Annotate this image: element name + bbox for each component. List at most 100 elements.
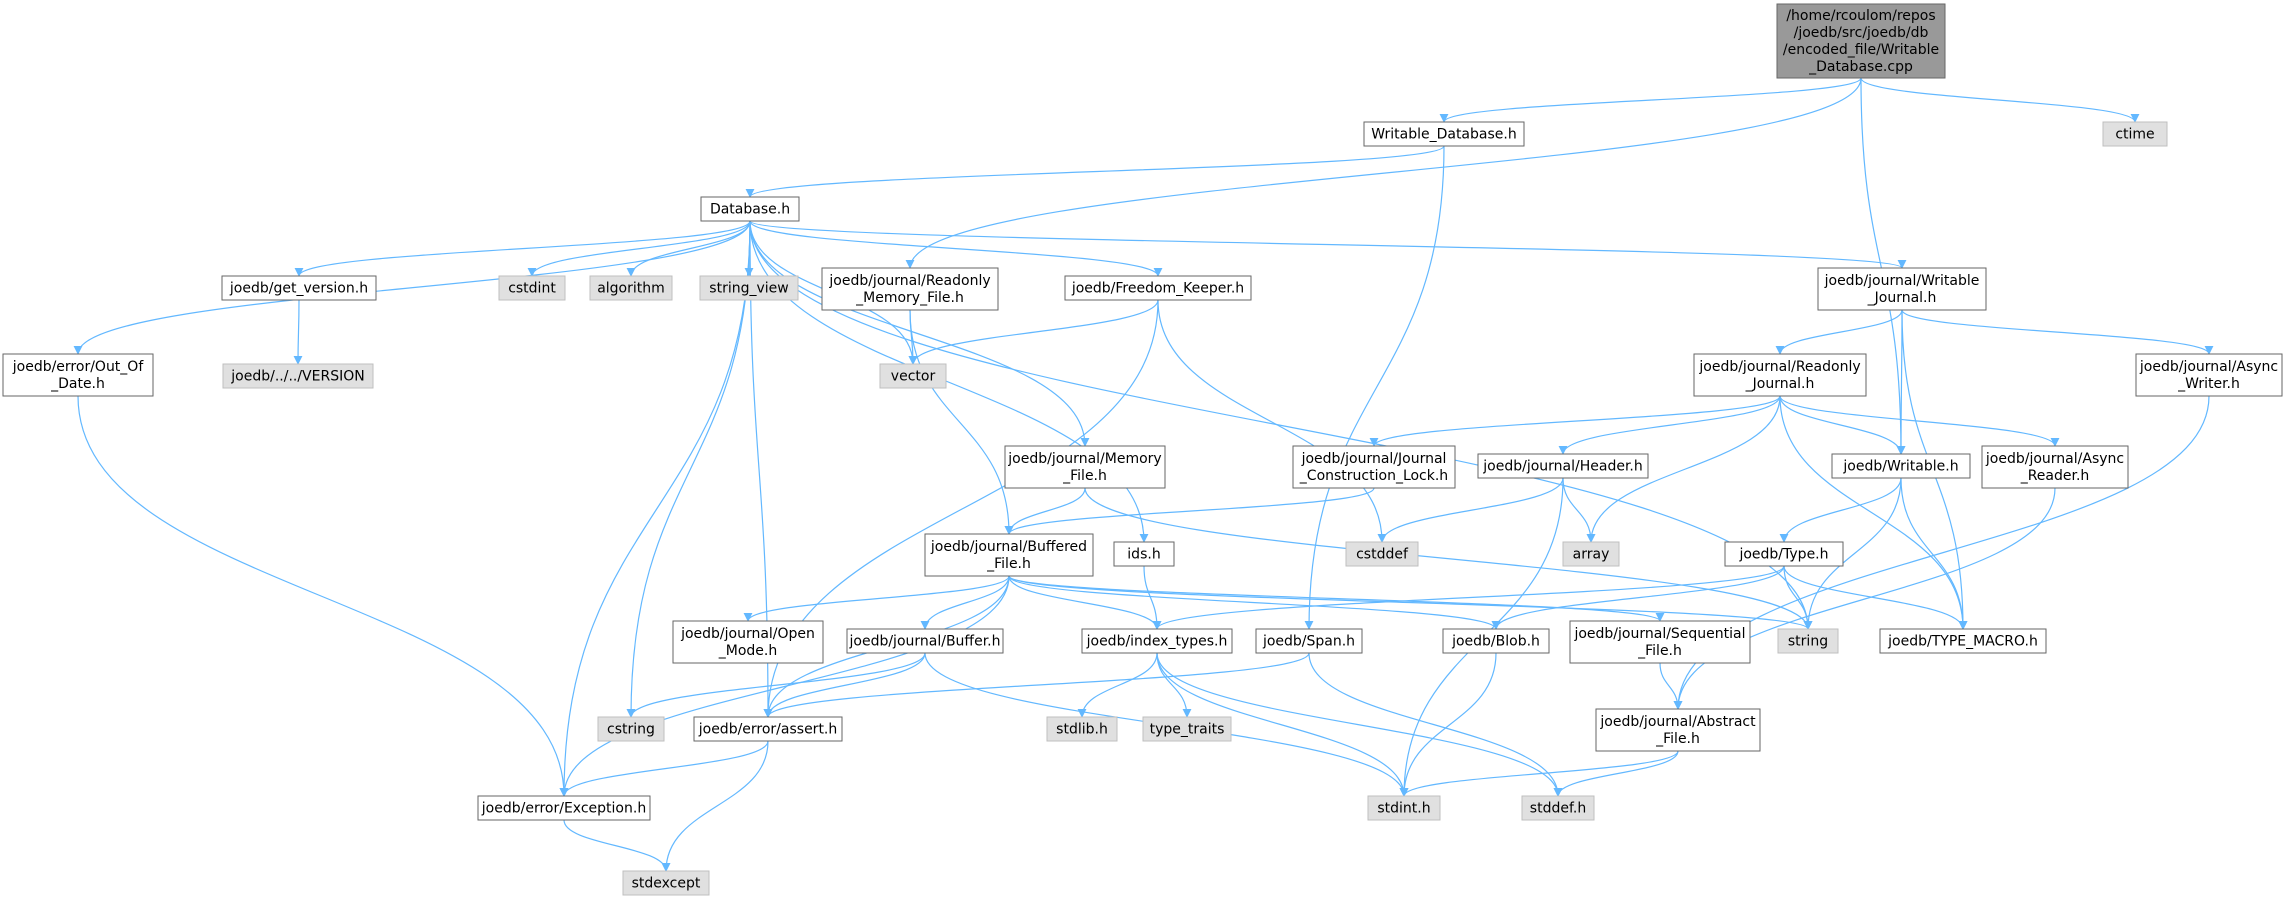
node-type-h[interactable]: joedb/Type.h <box>1724 541 1844 567</box>
node-label: vector <box>891 369 936 385</box>
node-database-h[interactable]: Database.h <box>700 196 800 222</box>
node-cstdint: cstdint <box>498 275 566 301</box>
node-type-traits: type_traits <box>1142 716 1232 742</box>
node-box <box>1004 445 1166 489</box>
node-box <box>1477 453 1649 479</box>
node-abstract-file-h[interactable]: joedb/journal/Abstract_File.h <box>1595 708 1761 752</box>
node-readonly-memory-file-h[interactable]: joedb/journal/Readonly_Memory_File.h <box>821 267 999 311</box>
edge-journal_construction_lock_h-to-buffered_file_h <box>1004 487 1375 535</box>
node-exception-h[interactable]: joedb/error/Exception.h <box>477 795 651 821</box>
node-box <box>699 275 799 301</box>
edge-freedom_keeper_h-to-assert_h <box>763 299 1159 718</box>
node-box <box>672 620 824 664</box>
node-box <box>622 870 710 896</box>
node-box <box>693 716 843 742</box>
node-journal-construction-lock-h[interactable]: joedb/journal/Journal_Construction_Lock.… <box>1292 445 1456 489</box>
node-label: /encoded_file/Writable <box>1783 42 1939 58</box>
node-root[interactable]: /home/rcoulom/repos/joedb/src/joedb/db/e… <box>1776 3 1946 79</box>
node-label: _Memory_File.h <box>855 290 964 306</box>
node-writable-h[interactable]: joedb/Writable.h <box>1831 453 1971 479</box>
edge-freedom_keeper_h-to-cstddef <box>1157 299 1387 543</box>
edge-type_h-to-string <box>1783 565 1813 630</box>
node-box <box>1113 541 1175 567</box>
edge-writable_journal_h-to-async_writer_h <box>1901 309 2214 355</box>
edge-writable_h-to-string <box>1803 477 1902 630</box>
node-box <box>879 363 947 389</box>
node-label: _Reader.h <box>2020 468 2090 484</box>
node-label: ctime <box>2115 127 2154 143</box>
node-async-reader-h[interactable]: joedb/journal/Async_Reader.h <box>1981 445 2129 489</box>
node-async-writer-h[interactable]: joedb/journal/Async_Writer.h <box>2135 353 2283 397</box>
node-index-types-h[interactable]: joedb/index_types.h <box>1081 628 1233 654</box>
node-writable-journal-h[interactable]: joedb/journal/Writable_Journal.h <box>1817 267 1987 311</box>
node-box <box>1777 628 1839 654</box>
node-out-of-date-h[interactable]: joedb/error/Out_Of_Date.h <box>2 353 154 397</box>
node-blob-h[interactable]: joedb/Blob.h <box>1442 628 1550 654</box>
node-label: joedb/journal/Readonly <box>1698 359 1860 375</box>
node-get-version-h[interactable]: joedb/get_version.h <box>221 275 377 301</box>
node-label: joedb/journal/Buffer.h <box>849 634 1001 650</box>
edge-buffered_file_h-to-index_types_h <box>1008 575 1162 630</box>
node-vector: vector <box>879 363 947 389</box>
node-label: cstddef <box>1356 547 1409 563</box>
edge-database_h-to-out_of_date_h <box>73 220 751 355</box>
node-label: joedb/get_version.h <box>229 281 368 297</box>
edge-memory_file_h-to-string <box>1084 487 1813 630</box>
node-box <box>700 196 800 222</box>
node-box <box>222 363 374 389</box>
edge-database_h-to-algorithm <box>626 220 751 277</box>
node-algorithm: algorithm <box>589 275 673 301</box>
node-freedom-keeper-h[interactable]: joedb/Freedom_Keeper.h <box>1064 275 1252 301</box>
node-label: joedb/index_types.h <box>1086 634 1228 650</box>
node-label: joedb/journal/Abstract <box>1599 714 1756 730</box>
node-label: joedb/TYPE_MACRO.h <box>1887 634 2038 650</box>
node-label: _Journal.h <box>1745 376 1815 392</box>
node-box <box>477 795 651 821</box>
node-buffered-file-h[interactable]: joedb/journal/Buffered_File.h <box>924 533 1094 577</box>
node-box <box>1255 628 1363 654</box>
node-ids-h[interactable]: ids.h <box>1113 541 1175 567</box>
node-label: string_view <box>709 281 788 297</box>
node-label: joedb/Writable.h <box>1842 459 1958 475</box>
edge-readonly_journal_h-to-async_reader_h <box>1779 395 2060 447</box>
node-label: joedb/error/assert.h <box>698 722 838 738</box>
node-box <box>1595 708 1761 752</box>
edge-buffered_file_h-to-buffer_h <box>920 575 1010 630</box>
node-box <box>1981 445 2129 489</box>
node-header-h[interactable]: joedb/journal/Header.h <box>1477 453 1649 479</box>
node-label: joedb/journal/Async <box>1985 451 2124 467</box>
node-box <box>1817 267 1987 311</box>
node-label: joedb/error/Out_Of <box>12 359 145 375</box>
node-open-mode-h[interactable]: joedb/journal/Open_Mode.h <box>672 620 824 664</box>
node-sequential-file-h[interactable]: joedb/journal/Sequential_File.h <box>1569 620 1751 664</box>
node-label: joedb/journal/Sequential <box>1573 626 1745 642</box>
node-label: Writable_Database.h <box>1371 127 1516 143</box>
node-label: joedb/Type.h <box>1738 547 1828 563</box>
edge-type_h-to-index_types_h <box>1152 565 1785 630</box>
node-label: algorithm <box>597 281 665 297</box>
node-buffer-h[interactable]: joedb/journal/Buffer.h <box>846 628 1004 654</box>
node-box <box>2102 121 2168 147</box>
node-type-macro-h[interactable]: joedb/TYPE_MACRO.h <box>1879 628 2047 654</box>
node-label: /joedb/src/joedb/db <box>1794 25 1929 41</box>
node-assert-h[interactable]: joedb/error/assert.h <box>693 716 843 742</box>
node-label: _File.h <box>1062 468 1107 484</box>
edge-buffered_file_h-to-open_mode_h <box>743 575 1010 622</box>
node-span-h[interactable]: joedb/Span.h <box>1255 628 1363 654</box>
edge-writable_database_h-to-span_h <box>1304 145 1445 630</box>
edge-abstract_file_h-to-stdint_h <box>1399 750 1679 797</box>
node-string-view: string_view <box>699 275 799 301</box>
node-memory-file-h[interactable]: joedb/journal/Memory_File.h <box>1004 445 1166 489</box>
edge-database_h-to-freedom_keeper_h <box>749 220 1163 277</box>
node-label: stddef.h <box>1530 801 1586 817</box>
node-readonly-journal-h[interactable]: joedb/journal/Readonly_Journal.h <box>1693 353 1867 397</box>
node-writable-database-h[interactable]: Writable_Database.h <box>1363 121 1525 147</box>
node-label: type_traits <box>1150 722 1225 738</box>
node-label: joedb/../../VERSION <box>230 369 364 385</box>
node-label: string <box>1788 634 1828 650</box>
node-box <box>1081 628 1233 654</box>
node-label: _Database.cpp <box>1808 59 1913 75</box>
node-label: stdint.h <box>1377 801 1430 817</box>
node-cstddef: cstddef <box>1345 541 1419 567</box>
node-box <box>1345 541 1419 567</box>
